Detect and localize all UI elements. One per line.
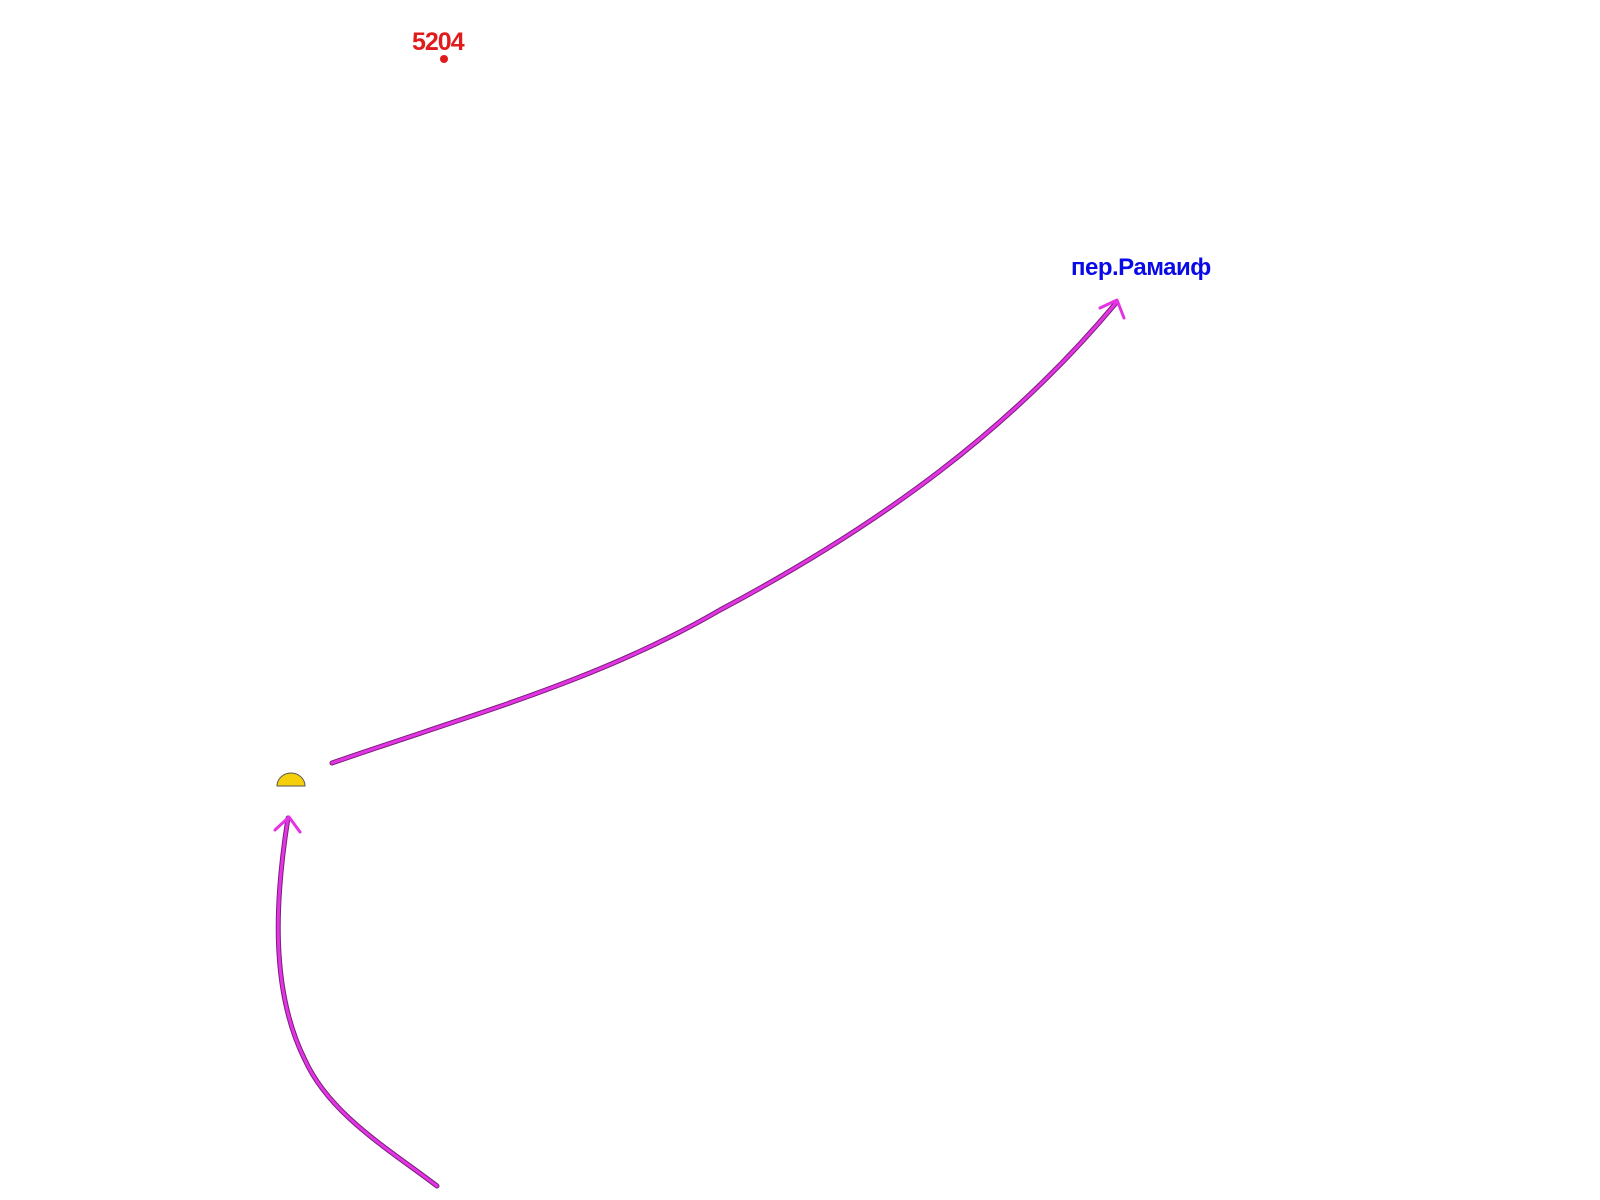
route-arrow-upper-outline [329, 300, 1119, 766]
point-marker-label: 5204 [412, 28, 465, 56]
route-arrow-upper[interactable] [329, 298, 1126, 766]
route-arrow-upper-line [330, 301, 1118, 765]
route-arrow-upper-head-icon [1098, 298, 1126, 320]
point-marker-dot-icon[interactable] [440, 55, 448, 63]
route-arrow-lower-outline [275, 815, 440, 1189]
route-arrow-lower[interactable] [273, 815, 440, 1189]
stop-marker-half-circle-icon[interactable] [276, 772, 306, 787]
street-name-label: пер.Рамаиф [1071, 254, 1211, 281]
route-arrow-lower-line [276, 816, 439, 1188]
route-arrow-lower-head-icon [273, 815, 302, 834]
